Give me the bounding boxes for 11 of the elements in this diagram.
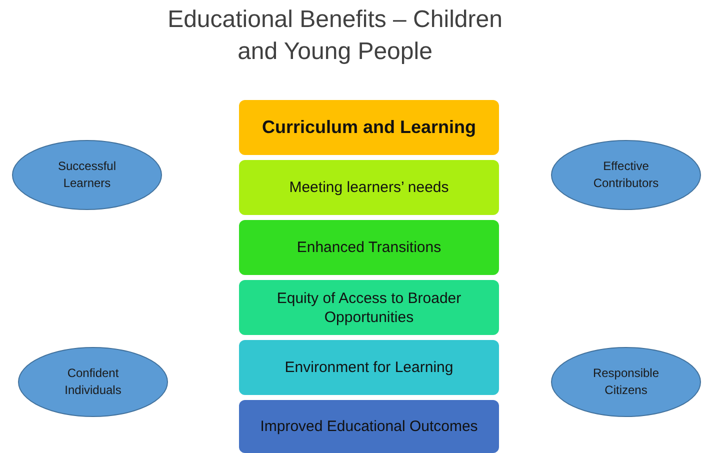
- benefit-bar: Environment for Learning: [239, 340, 499, 395]
- benefit-bar: Equity of Access to Broader Opportunities: [239, 280, 499, 335]
- capacity-ellipse: Effective Contributors: [551, 140, 701, 210]
- capacity-ellipse: Confident Individuals: [18, 347, 168, 417]
- benefit-bar: Enhanced Transitions: [239, 220, 499, 275]
- benefit-bar: Meeting learners’ needs: [239, 160, 499, 215]
- diagram-title: Educational Benefits – Children and Young People: [166, 5, 504, 67]
- benefit-bar: Improved Educational Outcomes: [239, 400, 499, 453]
- capacity-ellipse: Responsible Citizens: [551, 347, 701, 417]
- capacity-ellipse: Successful Learners: [12, 140, 162, 210]
- benefit-bar: Curriculum and Learning: [239, 100, 499, 155]
